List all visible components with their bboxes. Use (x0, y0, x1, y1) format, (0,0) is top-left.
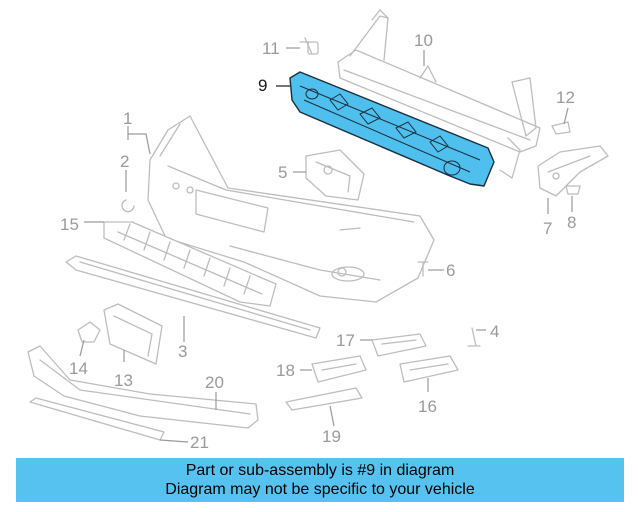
callout-20: 20 (205, 373, 224, 392)
callout-15: 15 (60, 215, 79, 234)
part-9-energy-absorber (289, 71, 495, 187)
callout-3: 3 (178, 342, 187, 361)
part-5-bracket (305, 149, 365, 201)
part-8-nut (565, 185, 581, 195)
banner-line-2: Diagram may not be specific to your vehi… (165, 481, 475, 498)
part-11-bolt (299, 37, 319, 55)
callout-2: 2 (120, 152, 129, 171)
part-10-reinforcement-bar (337, 9, 541, 179)
part-15-lower-grille (103, 221, 277, 307)
callout-16: 16 (418, 397, 437, 416)
banner-line-1: Part or sub-assembly is #9 in diagram (185, 462, 455, 479)
callout-10: 10 (414, 31, 433, 50)
callout-19: 19 (322, 427, 341, 446)
callout-17: 17 (336, 331, 355, 350)
callout-18: 18 (276, 361, 295, 380)
callout-numbers: 1 2 3 4 5 6 7 8 9 10 11 12 13 14 15 16 1… (60, 31, 576, 452)
callout-6: 6 (446, 261, 455, 280)
callout-14: 14 (69, 359, 88, 378)
part-4-bolt (467, 327, 481, 347)
part-20-lower-spoiler (27, 345, 259, 429)
callout-5: 5 (278, 163, 287, 182)
part-18-trim (311, 355, 367, 383)
part-3-lower-molding (65, 255, 321, 339)
leader-lines (79, 47, 573, 443)
part-6-bolt (417, 261, 429, 277)
part-19-trim (285, 387, 363, 411)
callout-1: 1 (123, 109, 132, 128)
callout-11: 11 (262, 39, 280, 58)
callout-4: 4 (490, 322, 499, 341)
callout-12: 12 (556, 88, 575, 107)
part-14-clip (77, 321, 101, 343)
part-7-side-bracket (537, 145, 609, 197)
callout-7: 7 (543, 219, 552, 238)
callout-9: 9 (258, 76, 267, 95)
part-2-retainer (121, 199, 135, 213)
callout-13: 13 (114, 371, 133, 390)
info-banner: Part or sub-assembly is #9 in diagram Di… (16, 458, 624, 502)
part-12-bolt (551, 121, 571, 135)
callout-21: 21 (190, 433, 209, 452)
part-16-trim (399, 355, 459, 383)
part-17-trim (371, 333, 427, 357)
part-13-license-bracket (103, 303, 163, 365)
part-21-strip (29, 397, 165, 441)
callout-8: 8 (567, 213, 576, 232)
